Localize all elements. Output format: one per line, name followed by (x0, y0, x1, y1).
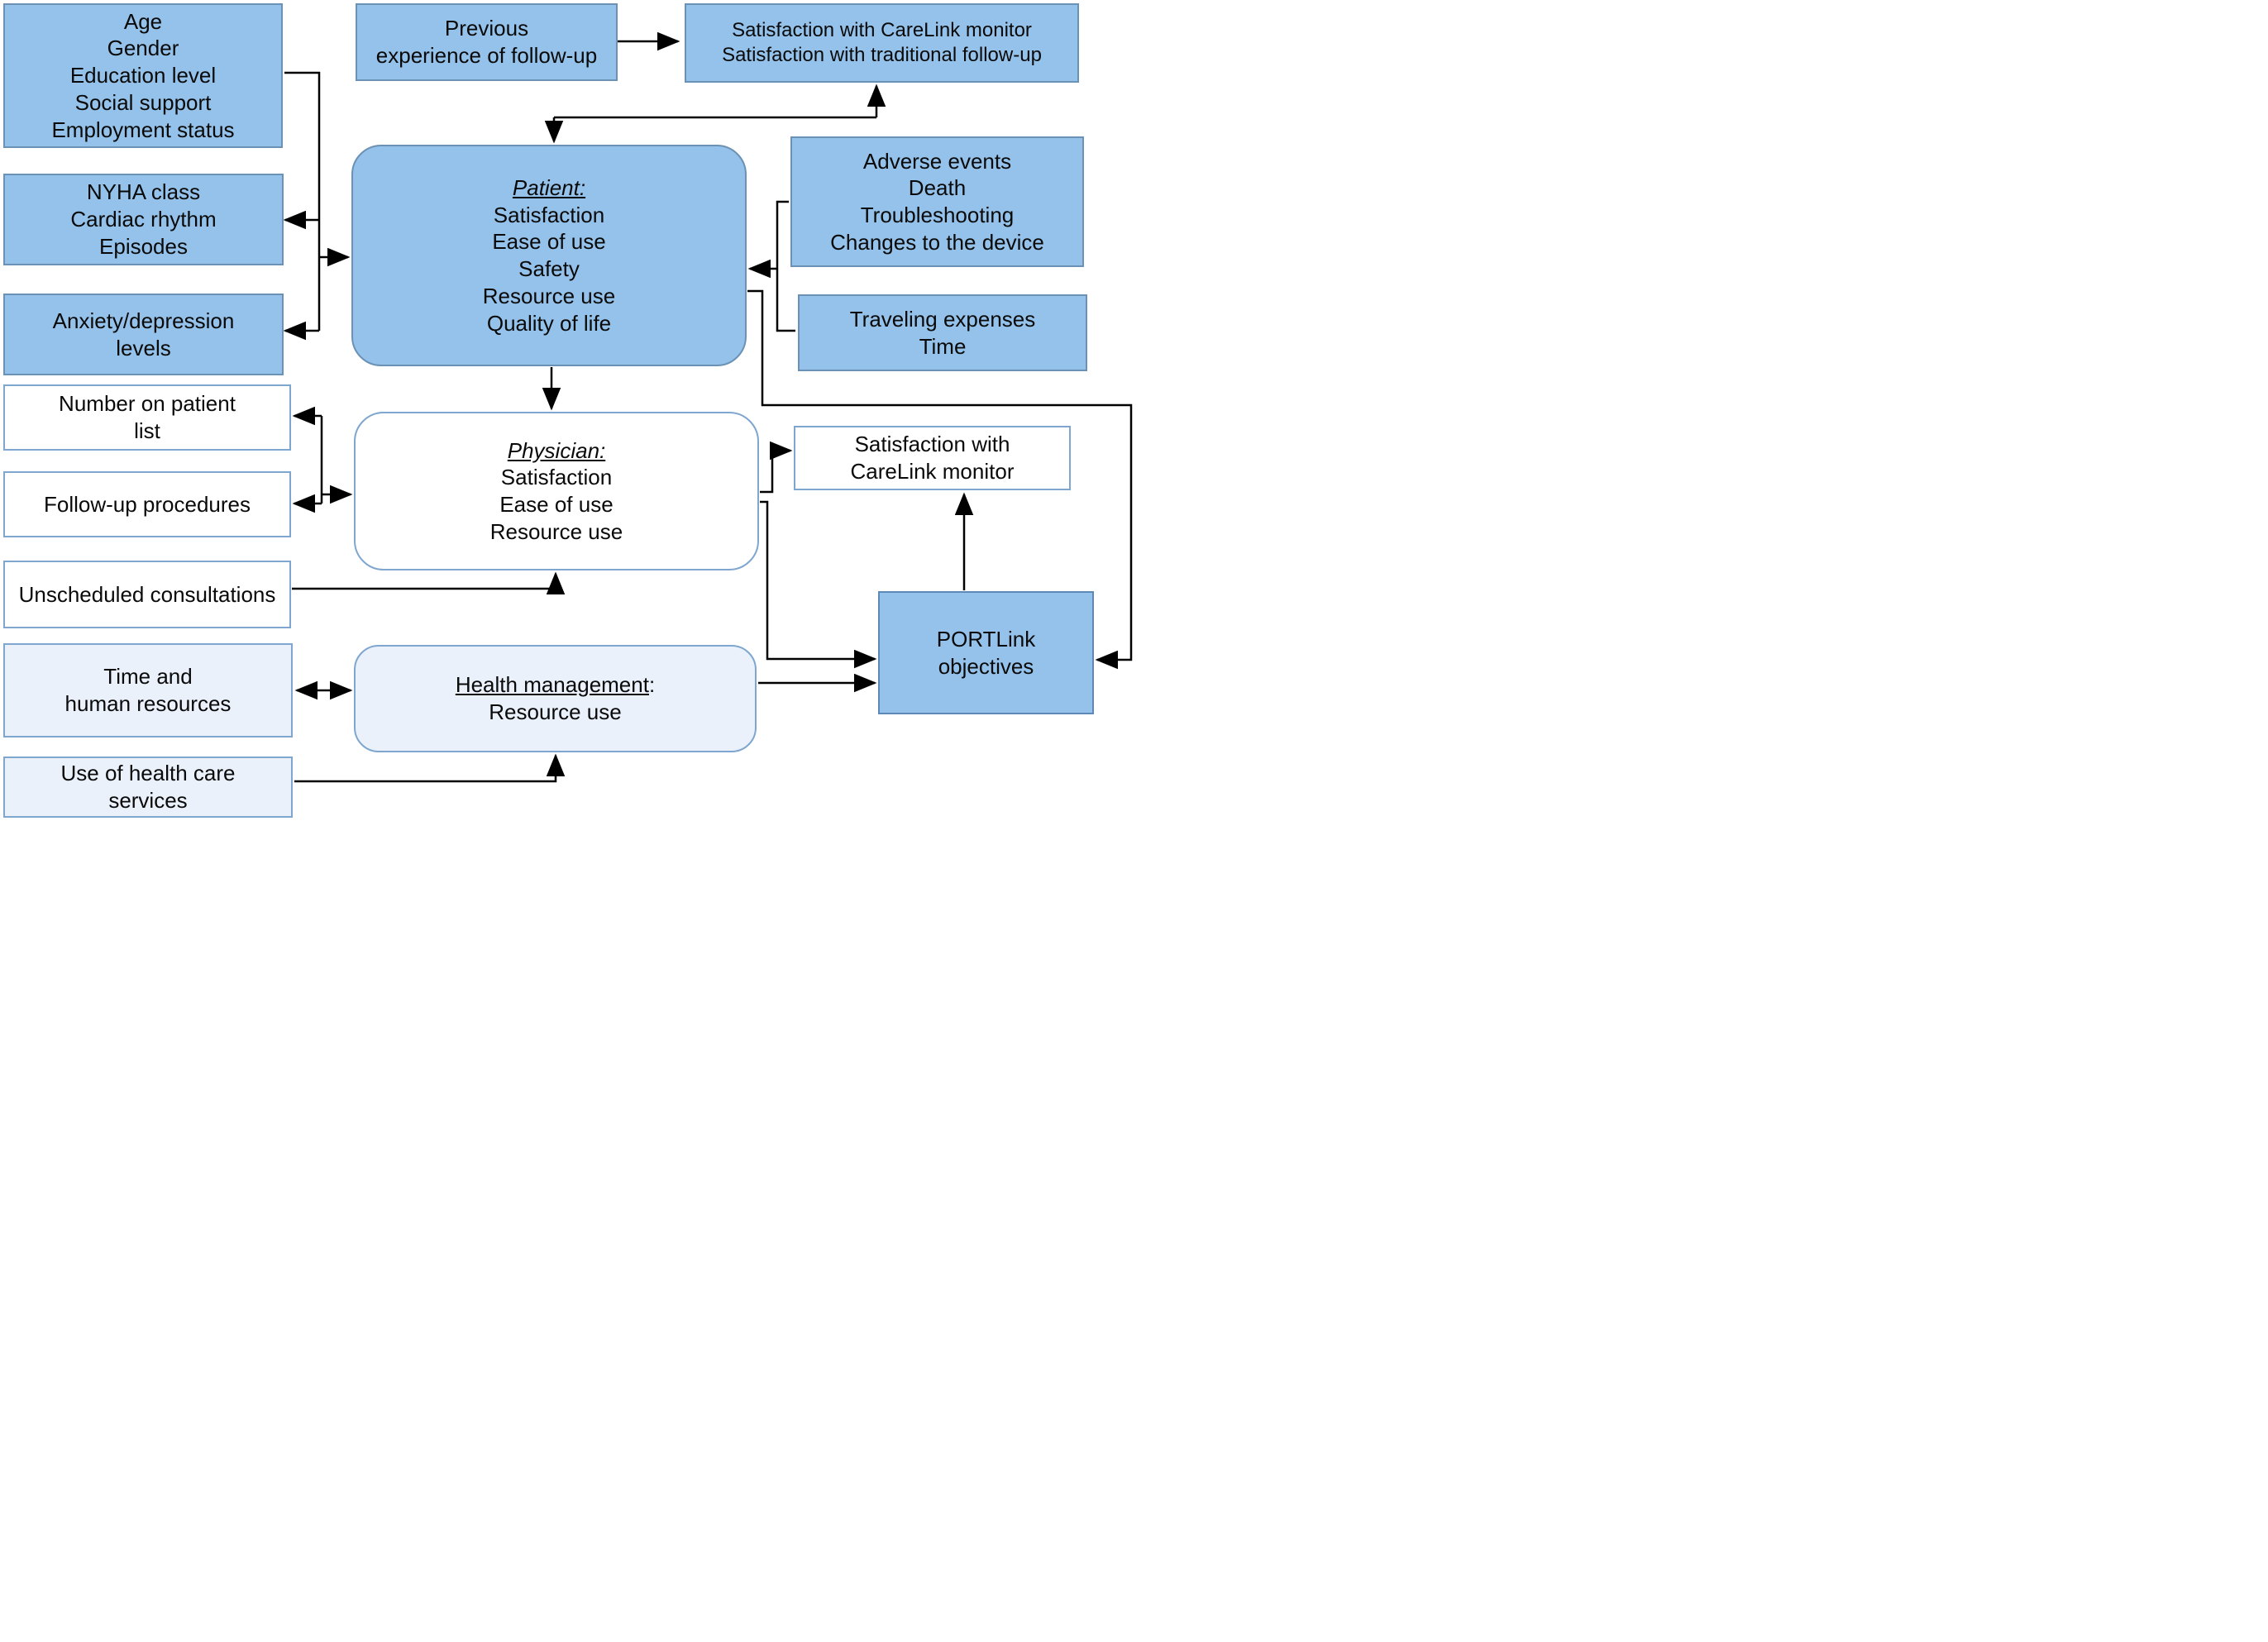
node-label: experience of follow-up (375, 43, 598, 68)
arrow-physician-to-satcarelink (760, 441, 793, 494)
node-label: Previous (444, 16, 529, 41)
node-label: Cardiac rhythm (70, 207, 217, 232)
connector-demographics-trunk (284, 71, 321, 331)
node-unscheduled: Unscheduled consultations (3, 561, 291, 628)
node-label: Traveling expenses (849, 306, 1036, 332)
node-label: CareLink monitor (850, 459, 1015, 484)
node-health-management: Health management: Resource use (354, 645, 757, 752)
node-adverse-events: Adverse events Death Troubleshooting Cha… (790, 136, 1084, 267)
node-label: Social support (74, 89, 212, 115)
node-time-human: Time and human resources (3, 643, 293, 737)
node-number-patient-list: Number on patient list (3, 384, 291, 451)
node-label: Resource use (482, 283, 616, 308)
arrow-usehealth-to-health (294, 753, 566, 783)
diagram-canvas: Age Gender Education level Social suppor… (0, 0, 1134, 821)
node-label: Unscheduled consultations (18, 581, 276, 607)
node-title: Patient: (512, 174, 586, 200)
node-label: objectives (938, 653, 1034, 679)
node-followup-procedures: Follow-up procedures (3, 471, 291, 537)
node-title: Health management: (456, 671, 655, 699)
node-label: NYHA class (86, 179, 201, 205)
node-label: Death (908, 175, 967, 201)
node-label: Satisfaction with (854, 432, 1010, 457)
node-title: Physician: (507, 437, 606, 463)
node-nyha: NYHA class Cardiac rhythm Episodes (3, 174, 284, 265)
node-label: Satisfaction with traditional follow-up (722, 44, 1042, 66)
node-label: Use of health care (60, 761, 236, 786)
node-portlink: PORTLink objectives (878, 591, 1094, 714)
node-label: Changes to the device (830, 229, 1044, 255)
node-label: Time and (103, 664, 193, 690)
node-label: Number on patient (59, 391, 236, 417)
node-label: Adverse events (862, 148, 1012, 174)
node-label: list (134, 418, 160, 443)
node-label: Gender (107, 36, 179, 61)
node-label: Satisfaction (500, 465, 613, 490)
node-label: Time (919, 333, 967, 359)
node-physician: Physician: Satisfaction Ease of use Reso… (354, 412, 759, 570)
node-label: Education level (69, 63, 217, 88)
node-label: Employment status (51, 117, 235, 142)
arrow-physician-to-portlink (760, 500, 877, 669)
node-anxiety: Anxiety/depression levels (3, 294, 284, 375)
node-label: Ease of use (492, 229, 606, 255)
node-label: Satisfaction (493, 202, 605, 227)
node-label: PORTLink (936, 626, 1036, 652)
node-label: Episodes (99, 233, 188, 259)
arrow-unscheduled-to-physician (292, 571, 566, 594)
node-satisfaction-followup: Satisfaction with CareLink monitor Satis… (685, 3, 1079, 83)
node-satisfaction-carelink: Satisfaction with CareLink monitor (794, 426, 1071, 490)
node-label: Troubleshooting (860, 203, 1015, 227)
node-demographics: Age Gender Education level Social suppor… (3, 3, 283, 148)
node-label: levels (116, 335, 171, 360)
node-label: Safety (518, 256, 580, 281)
node-label: Satisfaction with CareLink monitor (732, 18, 1032, 41)
node-title-colon: : (648, 672, 656, 698)
node-title-underlined: Health management (455, 672, 649, 698)
node-patient: Patient: Satisfaction Ease of use Safety… (351, 145, 747, 366)
node-label: Resource use (489, 699, 622, 724)
node-label: Follow-up procedures (43, 491, 251, 517)
node-label: Ease of use (499, 492, 614, 517)
node-label: services (108, 788, 188, 813)
node-label: Resource use (489, 518, 623, 544)
node-label: human resources (64, 691, 232, 716)
node-previous-experience: Previous experience of follow-up (356, 3, 618, 81)
node-use-health: Use of health care services (3, 757, 293, 818)
node-traveling: Traveling expenses Time (798, 294, 1087, 371)
node-label: Age (123, 8, 163, 34)
node-label: Quality of life (486, 310, 612, 336)
node-label: Anxiety/depression (52, 308, 235, 333)
